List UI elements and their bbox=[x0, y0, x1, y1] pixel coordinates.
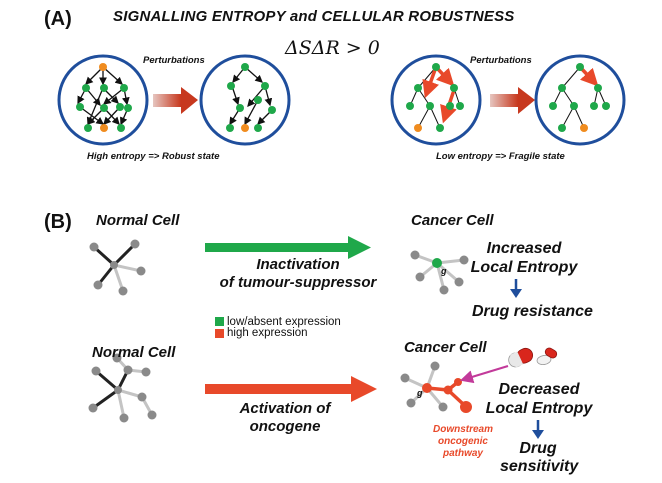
drug-capsule-icon bbox=[508, 347, 558, 368]
down-arrow-icon bbox=[532, 420, 544, 439]
legend-swatch-low bbox=[215, 317, 224, 326]
inactivation-label: Inactivation of tumour-suppressor bbox=[218, 256, 378, 292]
panel-b-label: (B) bbox=[44, 211, 72, 233]
network-circle-high-entropy-after bbox=[199, 54, 291, 146]
network-circle-low-entropy-after bbox=[534, 54, 626, 146]
drug-target-arrow bbox=[459, 364, 509, 384]
inactivation-label-line2: of tumour-suppressor bbox=[219, 274, 377, 291]
drug-sensitivity-label: Drug sensitivity bbox=[500, 440, 579, 476]
activation-label: Activation of oncogene bbox=[215, 400, 355, 436]
drug-sensitivity-line1: Drug bbox=[519, 440, 557, 457]
inactivation-label-line1: Inactivation bbox=[256, 256, 340, 273]
legend-label-low: low/absent expression bbox=[227, 316, 341, 328]
entropy-robustness-formula: ΔSΔR > 0 bbox=[285, 37, 380, 59]
inactivation-arrow bbox=[205, 236, 371, 259]
normal-cell-network-bottom bbox=[88, 353, 157, 423]
low-entropy-caption: Low entropy => Fragile state bbox=[436, 151, 565, 162]
normal-cell-label-bottom: Normal Cell bbox=[92, 344, 176, 361]
increased-entropy-line1: Increased bbox=[486, 240, 562, 257]
gene-node-label-top: g bbox=[441, 266, 447, 276]
cancer-cell-network-top bbox=[410, 250, 469, 295]
increased-entropy-line2: Local Entropy bbox=[470, 259, 578, 276]
downstream-pathway-label: Downstream oncogenic pathway bbox=[425, 424, 501, 460]
cancer-cell-label-top: Cancer Cell bbox=[411, 212, 494, 229]
panel-a-label: (A) bbox=[44, 8, 72, 30]
cancer-cell-network-bottom bbox=[400, 361, 472, 413]
down-arrow-icon bbox=[510, 279, 522, 298]
decreased-entropy-label: Decreased Local Entropy bbox=[480, 380, 598, 418]
decreased-entropy-line1: Decreased bbox=[498, 381, 580, 398]
legend-label-high: high expression bbox=[227, 327, 308, 339]
drug-sensitivity-line2: sensitivity bbox=[500, 458, 579, 475]
activation-arrow bbox=[205, 376, 377, 402]
decreased-entropy-line2: Local Entropy bbox=[485, 400, 593, 417]
drug-resistance-label: Drug resistance bbox=[472, 303, 593, 320]
increased-entropy-label: Increased Local Entropy bbox=[468, 239, 580, 277]
gradient-arrow-icon bbox=[153, 87, 198, 114]
perturbations-label-left: Perturbations bbox=[143, 55, 205, 66]
downstream-pathway-line2: oncogenic bbox=[437, 436, 488, 447]
cancer-cell-label-bottom: Cancer Cell bbox=[404, 339, 487, 356]
perturbations-label-right: Perturbations bbox=[470, 55, 532, 66]
activation-label-line1: Activation of bbox=[239, 400, 331, 417]
network-circle-high-entropy-before bbox=[57, 54, 149, 146]
normal-cell-label-top: Normal Cell bbox=[96, 212, 180, 229]
activation-label-line2: oncogene bbox=[249, 418, 321, 435]
gene-node-label-bottom: g bbox=[417, 388, 423, 398]
gradient-arrow-icon bbox=[490, 87, 535, 114]
downstream-pathway-line1: Downstream bbox=[432, 424, 493, 435]
panel-a-title: SIGNALLING ENTROPY and CELLULAR ROBUSTNE… bbox=[113, 8, 515, 25]
downstream-pathway-line3: pathway bbox=[442, 448, 483, 459]
network-circle-low-entropy-before bbox=[390, 54, 482, 146]
normal-cell-network-top bbox=[89, 239, 146, 296]
legend-swatch-high bbox=[215, 329, 224, 338]
high-entropy-caption: High entropy => Robust state bbox=[87, 151, 220, 162]
